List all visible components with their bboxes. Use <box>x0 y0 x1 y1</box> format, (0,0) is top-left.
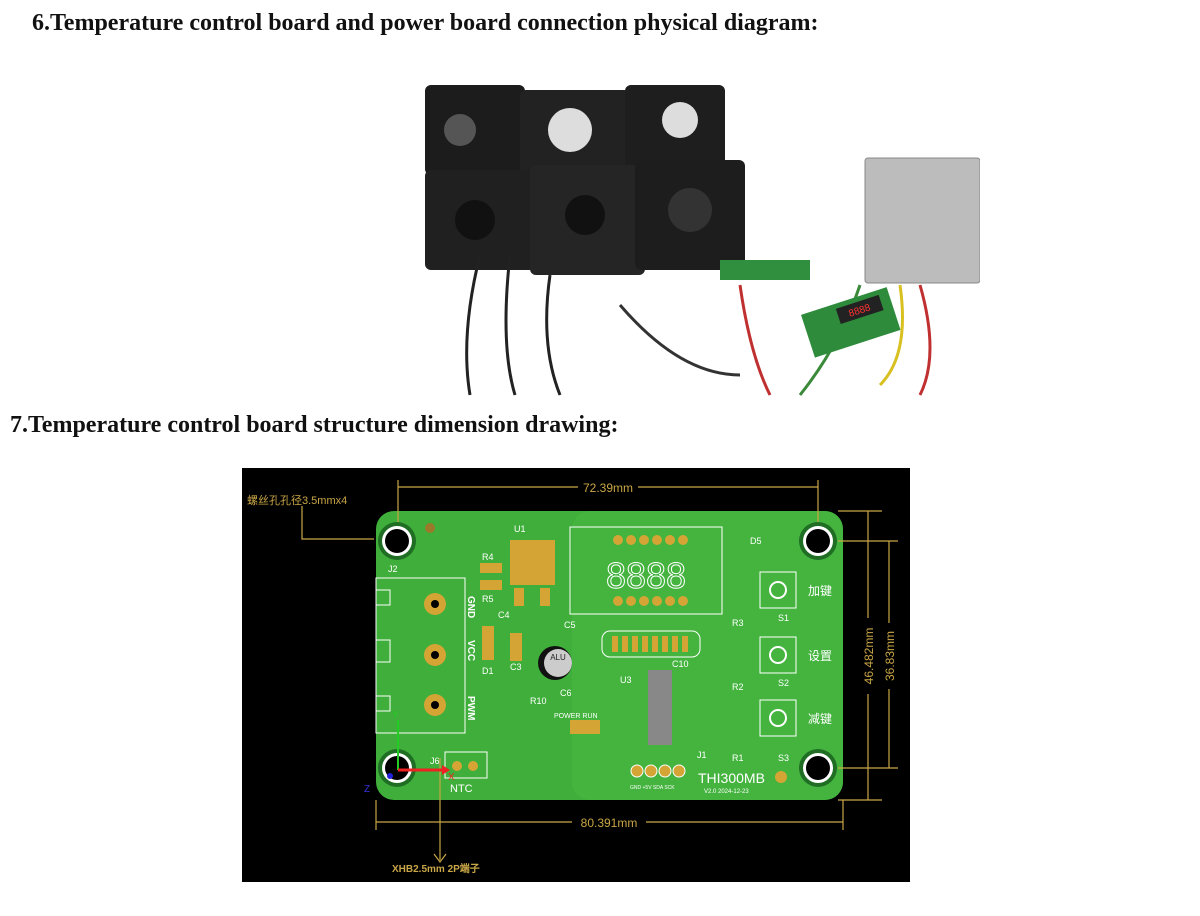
electrolytic-capacitor: ALU <box>538 646 572 680</box>
section-7-heading: 7.Temperature control board structure di… <box>10 412 619 438</box>
power-supply <box>864 157 981 284</box>
connector-label: XHB2.5mm 2P端子 <box>392 862 480 875</box>
ref-s3: S3 <box>778 753 789 763</box>
ref-j2: J2 <box>388 564 398 574</box>
ntc-connector <box>444 751 488 779</box>
ref-r10: R10 <box>530 696 547 706</box>
ref-j6: J6 <box>430 756 440 766</box>
version-label: V2.0 2024-12-23 <box>704 789 749 795</box>
height-inner-label: 36.83mm <box>883 631 897 681</box>
ref-c6: C6 <box>560 688 572 698</box>
fan-array <box>425 85 745 275</box>
button-label-plus: 加键 <box>808 584 832 598</box>
connection-photo: 8888 <box>420 55 981 397</box>
ref-s2: S2 <box>778 678 789 688</box>
width-bottom-label: 80.391mm <box>581 816 638 830</box>
ref-r4: R4 <box>482 552 494 562</box>
adapter-board <box>720 260 810 280</box>
ref-d5: D5 <box>750 536 762 546</box>
width-top-label: 72.39mm <box>583 481 633 495</box>
header-pin-labels: GND +5V SDA SCK <box>630 785 675 791</box>
screw-hole-label: 螺丝孔孔径3.5mmx4 <box>247 494 347 507</box>
ref-c5: C5 <box>564 620 576 630</box>
model-label: THI300MB <box>698 770 765 786</box>
temperature-control-board: 8888 <box>801 287 901 358</box>
ref-s1: S1 <box>778 613 789 623</box>
regulator-u1 <box>510 540 555 585</box>
ic-u3 <box>648 670 672 745</box>
dimension-drawing: 72.39mm 80.391mm 46.482mm 36.83mm 螺丝孔孔径3… <box>242 468 910 882</box>
terminal-block <box>375 577 466 734</box>
ref-r1: R1 <box>732 753 744 763</box>
led-labels: POWER RUN <box>554 713 598 720</box>
button-s3 <box>759 699 797 737</box>
ref-r5: R5 <box>482 594 494 604</box>
height-outer-label: 46.482mm <box>862 628 876 685</box>
alu-label: ALU <box>550 653 566 662</box>
ref-c3: C3 <box>510 662 522 672</box>
seven-segment-display: 8888 <box>569 526 723 615</box>
ref-u1: U1 <box>514 524 526 534</box>
axis-y-label: Y <box>392 710 399 721</box>
header-j1 <box>630 764 686 778</box>
ntc-label: NTC <box>450 783 473 795</box>
ref-u3: U3 <box>620 675 632 685</box>
section-6-heading: 6.Temperature control board and power bo… <box>32 10 819 36</box>
axis-x-label: X <box>448 772 455 783</box>
pin-gnd: GND <box>465 596 476 618</box>
button-s2 <box>759 636 797 674</box>
button-label-set: 设置 <box>808 649 832 663</box>
ref-c10: C10 <box>672 659 689 669</box>
ref-d1: D1 <box>482 666 494 676</box>
ref-r3: R3 <box>732 618 744 628</box>
ref-c4: C4 <box>498 610 510 620</box>
ref-j1: J1 <box>697 750 707 760</box>
svg-text:8888: 8888 <box>606 555 686 596</box>
ref-r2: R2 <box>732 682 744 692</box>
axis-z-label: Z <box>364 784 370 795</box>
button-label-minus: 减键 <box>808 712 832 726</box>
axis-indicator <box>387 720 450 779</box>
pin-pwm: PWM <box>465 696 476 720</box>
pin-vcc: VCC <box>465 640 476 661</box>
button-s1 <box>759 571 797 609</box>
